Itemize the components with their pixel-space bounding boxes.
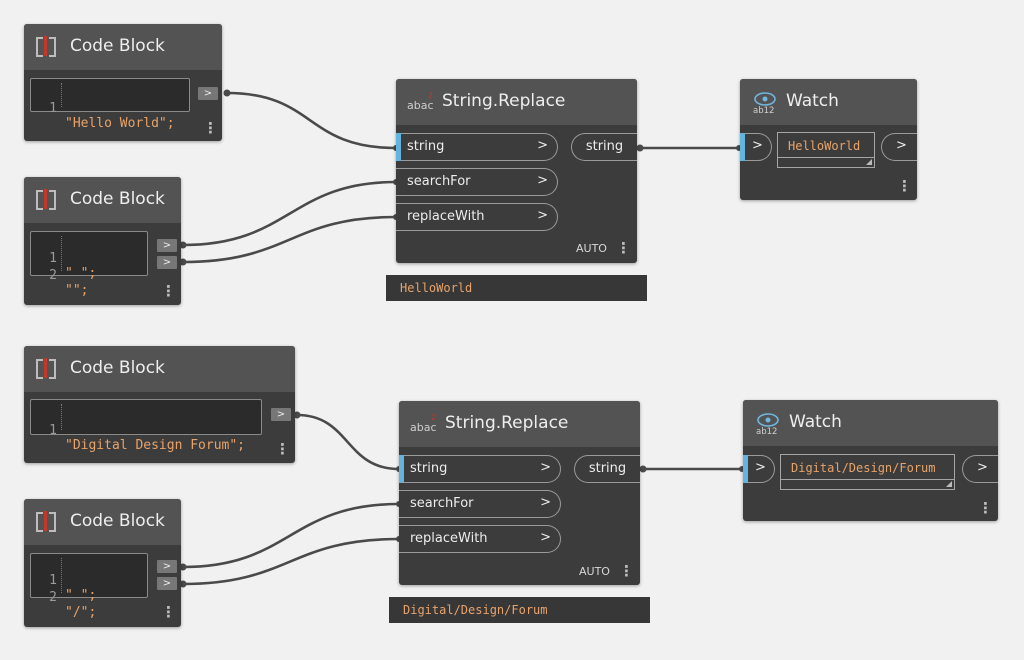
more-vertical-icon[interactable]: ⋮ bbox=[616, 239, 631, 257]
svg-text:ab12: ab12 bbox=[753, 106, 774, 115]
watch-icon: ab12 bbox=[753, 92, 776, 115]
watch-value-display[interactable]: Digital/Design/Forum bbox=[780, 454, 955, 490]
output-port[interactable]: > bbox=[198, 87, 218, 100]
svg-text:ab12: ab12 bbox=[756, 427, 777, 436]
output-port[interactable]: > bbox=[271, 408, 291, 421]
code-editor[interactable]: 1 " "; 2 "/"; bbox=[30, 553, 148, 620]
node-title: String.Replace bbox=[442, 91, 566, 111]
code-line[interactable]: ""; bbox=[65, 283, 89, 298]
output-port[interactable]: > bbox=[157, 560, 177, 573]
node-title: String.Replace bbox=[445, 413, 569, 433]
node-title: Watch bbox=[786, 91, 839, 111]
string-replace-node[interactable]: abac 2 String.Replace string > searchFor… bbox=[399, 401, 640, 585]
node-header[interactable]: ab12 Watch bbox=[743, 400, 998, 446]
more-vertical-icon[interactable]: ⋮ bbox=[897, 177, 912, 195]
node-title: Watch bbox=[789, 412, 842, 432]
lacing-label[interactable]: AUTO bbox=[579, 565, 610, 578]
node-header[interactable]: abac 2 String.Replace bbox=[396, 79, 637, 125]
input-port-replacewith[interactable]: replaceWith > bbox=[396, 203, 558, 231]
more-vertical-icon[interactable]: ⋮ bbox=[161, 603, 176, 621]
line-number: 1 bbox=[49, 101, 57, 116]
code-editor[interactable]: 1 " "; 2 ""; bbox=[30, 231, 148, 298]
line-number: 1 bbox=[49, 423, 57, 438]
more-vertical-icon[interactable]: ⋮ bbox=[978, 499, 993, 517]
svg-text:2: 2 bbox=[431, 413, 436, 422]
input-port-replacewith[interactable]: replaceWith > bbox=[399, 525, 561, 553]
input-port-searchfor[interactable]: searchFor > bbox=[396, 168, 558, 196]
string-replace-node[interactable]: abac 2 String.Replace string > searchFor… bbox=[396, 79, 637, 263]
lacing-label[interactable]: AUTO bbox=[576, 242, 607, 255]
code-block-node[interactable]: Code Block 1 " "; 2 ""; > > ⋮ bbox=[24, 177, 181, 305]
string-replace-icon: abac 2 bbox=[410, 413, 437, 434]
node-header[interactable]: Code Block bbox=[24, 346, 295, 392]
watch-input-port[interactable]: > bbox=[740, 133, 772, 161]
preview-bubble: Digital/Design/Forum bbox=[389, 597, 650, 623]
code-line[interactable]: "/"; bbox=[65, 605, 97, 620]
output-port-string[interactable]: string bbox=[571, 133, 637, 161]
string-replace-icon: abac 2 bbox=[407, 91, 434, 112]
preview-bubble: HelloWorld bbox=[386, 275, 647, 301]
output-port[interactable]: > bbox=[157, 577, 177, 590]
more-vertical-icon[interactable]: ⋮ bbox=[161, 282, 176, 300]
code-block-node[interactable]: Code Block 1 "Digital Design Forum"; > ⋮ bbox=[24, 346, 295, 463]
watch-icon: ab12 bbox=[756, 413, 779, 436]
watch-input-port[interactable]: > bbox=[743, 455, 775, 483]
resize-grip-icon[interactable] bbox=[866, 159, 872, 165]
watch-output-port[interactable]: > bbox=[881, 133, 917, 161]
code-editor[interactable]: 1 "Digital Design Forum"; bbox=[30, 399, 262, 453]
watch-node[interactable]: ab12 Watch > Digital/Design/Forum > ⋮ bbox=[743, 400, 998, 521]
code-block-icon bbox=[36, 511, 60, 532]
output-port[interactable]: > bbox=[157, 239, 177, 252]
line-number: 2 bbox=[49, 590, 57, 605]
node-title: Code Block bbox=[70, 189, 165, 209]
code-line[interactable]: " "; bbox=[65, 266, 97, 281]
watch-node[interactable]: ab12 Watch > HelloWorld > ⋮ bbox=[740, 79, 917, 200]
node-header[interactable]: abac 2 String.Replace bbox=[399, 401, 640, 447]
watch-output-port[interactable]: > bbox=[962, 455, 998, 483]
watch-value-display[interactable]: HelloWorld bbox=[777, 132, 875, 168]
input-port-string[interactable]: string > bbox=[396, 133, 558, 161]
code-line[interactable]: " "; bbox=[65, 588, 97, 603]
code-editor[interactable]: 1 "Hello World"; bbox=[30, 78, 190, 131]
more-vertical-icon[interactable]: ⋮ bbox=[203, 119, 218, 137]
code-line[interactable]: "Hello World"; bbox=[65, 116, 175, 131]
line-number: 2 bbox=[49, 268, 57, 283]
output-port-string[interactable]: string bbox=[574, 455, 640, 483]
watch-value: HelloWorld bbox=[788, 139, 861, 153]
watch-value: Digital/Design/Forum bbox=[791, 461, 936, 475]
code-block-node[interactable]: Code Block 1 "Hello World"; > ⋮ bbox=[24, 24, 222, 141]
node-title: Code Block bbox=[70, 511, 165, 531]
code-line[interactable]: "Digital Design Forum"; bbox=[65, 438, 246, 453]
input-port-string[interactable]: string > bbox=[399, 455, 561, 483]
input-port-searchfor[interactable]: searchFor > bbox=[399, 490, 561, 518]
code-block-icon bbox=[36, 358, 60, 379]
code-block-icon bbox=[36, 36, 60, 57]
code-block-icon bbox=[36, 189, 60, 210]
line-number: 1 bbox=[49, 573, 57, 588]
node-header[interactable]: Code Block bbox=[24, 177, 181, 223]
node-header[interactable]: ab12 Watch bbox=[740, 79, 917, 125]
svg-text:2: 2 bbox=[428, 91, 433, 100]
svg-text:abac: abac bbox=[410, 421, 437, 434]
svg-text:abac: abac bbox=[407, 99, 434, 112]
node-header[interactable]: Code Block bbox=[24, 24, 222, 70]
more-vertical-icon[interactable]: ⋮ bbox=[619, 562, 634, 580]
resize-grip-icon[interactable] bbox=[946, 481, 952, 487]
node-title: Code Block bbox=[70, 358, 165, 378]
output-port[interactable]: > bbox=[157, 256, 177, 269]
node-header[interactable]: Code Block bbox=[24, 499, 181, 545]
more-vertical-icon[interactable]: ⋮ bbox=[275, 440, 290, 458]
code-block-node[interactable]: Code Block 1 " "; 2 "/"; > > ⋮ bbox=[24, 499, 181, 627]
line-number: 1 bbox=[49, 251, 57, 266]
node-title: Code Block bbox=[70, 36, 165, 56]
